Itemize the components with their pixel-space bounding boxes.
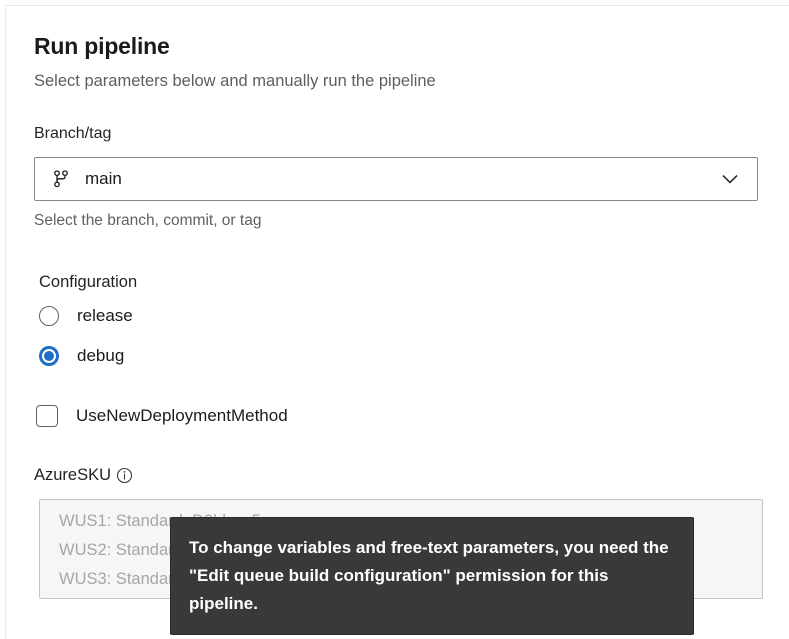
git-branch-icon [51, 169, 71, 189]
radio-debug-indicator[interactable] [39, 346, 59, 366]
configuration-group: Configuration release debug [39, 271, 764, 373]
checkbox-label: UseNewDeploymentMethod [76, 406, 288, 425]
info-icon[interactable] [116, 467, 133, 484]
chevron-down-icon[interactable] [719, 168, 741, 190]
radio-debug-label: debug [77, 346, 125, 365]
page-subtitle: Select parameters below and manually run… [34, 72, 436, 90]
permission-tooltip: To change variables and free-text parame… [170, 517, 694, 635]
branch-label: Branch/tag [34, 125, 112, 142]
branch-field: Branch/tag main [34, 123, 764, 231]
configuration-label: Configuration [39, 273, 138, 291]
azure-sku-label-row: AzureSKU [34, 464, 764, 486]
panel-content: Run pipeline Select parameters below and… [34, 31, 764, 599]
radio-option-debug[interactable]: debug [39, 339, 764, 373]
branch-select[interactable]: main [34, 157, 758, 201]
checkbox-indicator[interactable] [36, 405, 58, 427]
branch-value: main [85, 169, 122, 188]
checkbox-use-new-deployment-method[interactable]: UseNewDeploymentMethod [36, 401, 764, 431]
radio-release-indicator[interactable] [39, 306, 59, 326]
azure-sku-label: AzureSKU [34, 466, 112, 484]
tooltip-text: To change variables and free-text parame… [189, 538, 669, 613]
radio-option-release[interactable]: release [39, 299, 764, 333]
radio-release-label: release [77, 306, 133, 325]
branch-help-text: Select the branch, commit, or tag [34, 212, 262, 229]
page-title: Run pipeline [34, 33, 170, 59]
